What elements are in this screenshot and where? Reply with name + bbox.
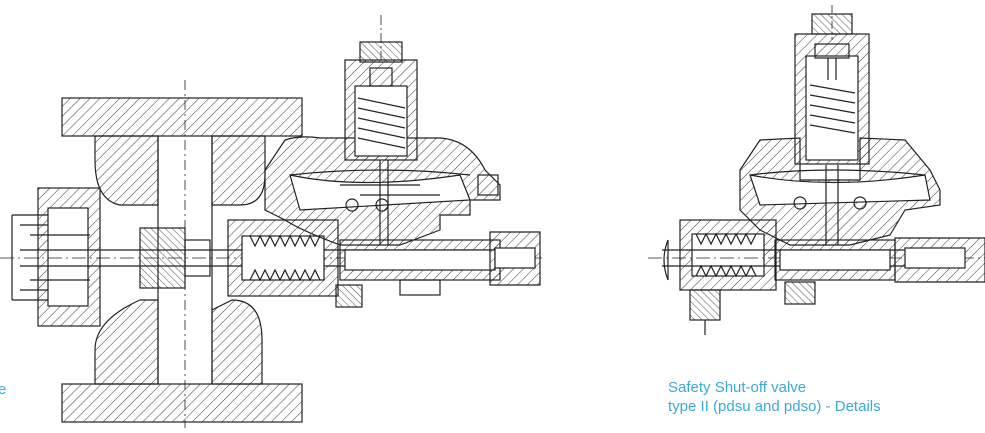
right-caption-line-2: type II (pdsu and pdso) - Details (668, 398, 881, 415)
detail-shaft-outlet (648, 237, 985, 305)
vent-fitting (477, 174, 499, 196)
right-shutoff-detail (648, 5, 985, 335)
top-spring-tower (344, 15, 418, 161)
detail-lower-spring (663, 219, 777, 335)
left-end-cap (11, 187, 101, 327)
valve-body (61, 80, 303, 428)
detail-spring-tower (794, 33, 870, 165)
diaphragm-housing (264, 136, 501, 246)
left-caption-fragment: e (0, 381, 7, 398)
outlet-connector (335, 231, 541, 308)
right-caption: Safety Shut-off valve type II (pdsu and … (668, 378, 881, 416)
left-valve-assembly (0, 15, 545, 428)
detail-diaphragm-housing (739, 137, 941, 246)
right-caption-line-1: Safety Shut-off valve (668, 379, 807, 396)
